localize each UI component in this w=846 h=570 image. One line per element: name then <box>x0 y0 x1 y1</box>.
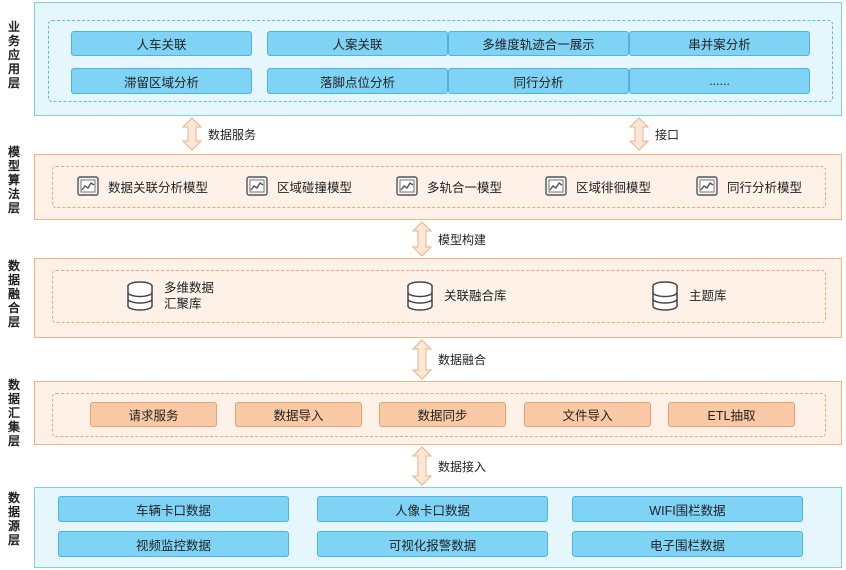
fusion-store: 主题库 <box>650 280 727 312</box>
chart-icon <box>545 176 567 196</box>
model-item: 区域碰撞模型 <box>245 174 352 198</box>
fusion-layer <box>34 258 842 338</box>
double-arrow-icon <box>412 446 432 486</box>
database-icon <box>652 281 678 311</box>
app-module: 人车关联 <box>71 31 252 56</box>
data-source: 车辆卡口数据 <box>58 496 289 522</box>
app-layer-inner <box>48 20 833 102</box>
fusion-layer-inner <box>52 270 826 323</box>
fusion-store-label: 主题库 <box>689 289 727 303</box>
double-arrow-icon <box>412 339 432 380</box>
app-module: 落脚点位分析 <box>267 68 448 94</box>
chart-icon <box>77 176 99 196</box>
app-layer-label: 业务应用层 <box>7 20 20 90</box>
connector-label: 数据服务 <box>208 127 257 142</box>
model-item-label: 数据关联分析模型 <box>108 180 209 195</box>
connector-label: 数据接入 <box>438 459 487 474</box>
data-source: 人像卡口数据 <box>317 496 548 522</box>
app-module: 串并案分析 <box>629 31 810 56</box>
fusion-store: 多维数据 汇聚库 <box>125 280 214 312</box>
connector-interface: 接口 <box>629 117 679 151</box>
fusion-store-label: 关联融合库 <box>444 289 507 303</box>
database-icon <box>127 281 153 311</box>
fusion-store-label: 多维数据 汇聚库 <box>164 281 215 311</box>
collect-layer-inner <box>52 393 826 437</box>
collect-method: 数据导入 <box>235 402 362 427</box>
database-icon <box>407 281 433 311</box>
collect-method: 请求服务 <box>90 402 217 427</box>
connector-label: 模型构建 <box>438 232 487 247</box>
fusion-store: 关联融合库 <box>405 280 507 312</box>
connector-data-fusion: 数据融合 <box>412 339 486 380</box>
connector-model-build: 模型构建 <box>412 221 486 257</box>
model-layer-label: 模型算法层 <box>7 145 20 215</box>
data-source: 视频监控数据 <box>58 531 289 557</box>
double-arrow-icon <box>629 117 649 151</box>
model-item: 数据关联分析模型 <box>76 174 208 198</box>
model-item: 同行分析模型 <box>695 174 802 198</box>
fusion-layer-label: 数据融合层 <box>7 259 20 329</box>
connector-data-access: 数据接入 <box>412 446 486 486</box>
model-item-label: 区域徘徊模型 <box>576 180 652 195</box>
app-module: 人案关联 <box>267 31 448 56</box>
app-layer <box>34 2 842 116</box>
model-item-label: 区域碰撞模型 <box>277 180 353 195</box>
data-source: 可视化报警数据 <box>317 531 548 557</box>
app-module: 同行分析 <box>448 68 629 94</box>
model-item-label: 同行分析模型 <box>727 180 803 195</box>
collect-method: 文件导入 <box>524 402 651 427</box>
double-arrow-icon <box>412 221 432 257</box>
model-item-label: 多轨合一模型 <box>427 180 503 195</box>
model-item: 区域徘徊模型 <box>544 174 651 198</box>
connector-label: 接口 <box>655 127 680 142</box>
source-layer-label: 数据源层 <box>7 491 20 547</box>
double-arrow-icon <box>182 117 202 151</box>
connector-label: 数据融合 <box>438 353 487 367</box>
chart-icon <box>246 176 268 196</box>
collect-method: ETL抽取 <box>668 402 795 427</box>
model-layer-inner <box>52 166 826 208</box>
app-module: 多维度轨迹合一展示 <box>448 31 629 56</box>
chart-icon <box>696 176 718 196</box>
chart-icon <box>396 176 418 196</box>
data-source: WIFI围栏数据 <box>572 496 803 522</box>
app-module: 滞留区域分析 <box>71 68 252 94</box>
collect-layer-label: 数据汇集层 <box>7 378 20 448</box>
collect-method: 数据同步 <box>379 402 506 427</box>
data-source: 电子围栏数据 <box>572 531 803 557</box>
model-item: 多轨合一模型 <box>395 174 502 198</box>
connector-data-service: 数据服务 <box>182 117 256 151</box>
app-module: ...... <box>629 68 810 94</box>
